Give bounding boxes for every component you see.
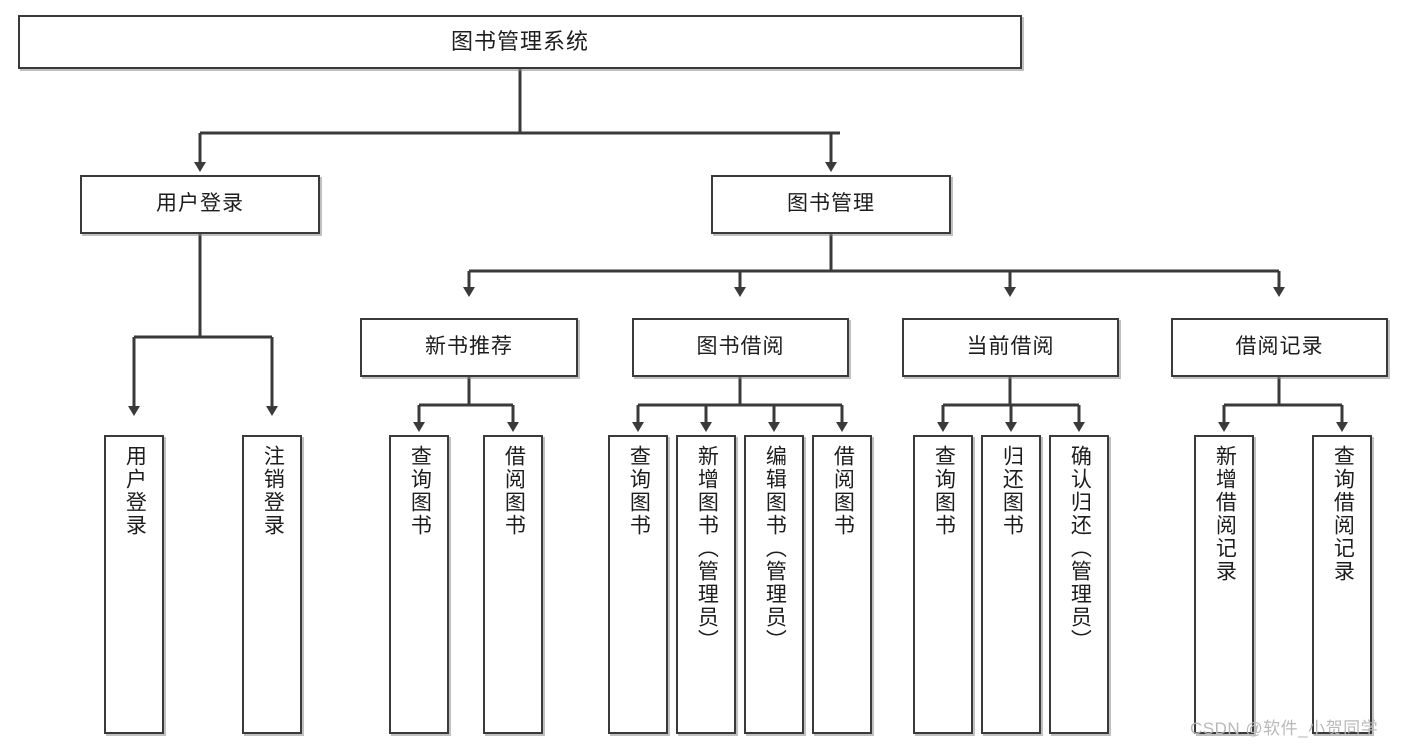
node-borrow-record-label: 借阅记录 [1235,335,1324,359]
leaf-book-borrow-borrow[interactable]: 借阅图书 [812,435,872,734]
node-borrow-record[interactable]: 借阅记录 [1171,318,1388,377]
node-book-borrow[interactable]: 图书借阅 [632,318,849,377]
leaf-user-login-logout[interactable]: 注销登录 [242,435,302,734]
leaf-book-borrow-borrow-label: 借阅图书 [831,445,855,537]
node-user-login-label: 用户登录 [156,192,244,216]
node-book-borrow-label: 图书借阅 [696,335,785,359]
leaf-borrow-record-add-label: 新增借阅记录 [1213,445,1237,583]
leaf-current-borrow-confirm-label: 确认归还（管理员） [1068,445,1092,652]
leaf-user-login-login-label: 用户登录 [123,445,147,537]
leaf-user-login-logout-label: 注销登录 [261,445,285,537]
node-root-label: 图书管理系统 [450,29,589,55]
node-root[interactable]: 图书管理系统 [18,15,1022,69]
node-user-login[interactable]: 用户登录 [80,175,320,234]
leaf-book-borrow-add[interactable]: 新增图书（管理员） [676,435,736,734]
node-book-management[interactable]: 图书管理 [711,175,951,234]
node-current-borrow[interactable]: 当前借阅 [902,318,1119,377]
leaf-borrow-record-query-label: 查询借阅记录 [1331,445,1355,583]
node-book-management-label: 图书管理 [787,192,875,216]
leaf-new-book-borrow-label: 借阅图书 [502,445,526,537]
leaf-book-borrow-query-label: 查询图书 [627,445,651,537]
leaf-current-borrow-confirm[interactable]: 确认归还（管理员） [1049,435,1109,734]
leaf-new-book-query-label: 查询图书 [408,445,432,537]
leaf-borrow-record-query[interactable]: 查询借阅记录 [1312,435,1372,734]
leaf-book-borrow-add-label: 新增图书（管理员） [695,445,719,652]
leaf-book-borrow-edit-label: 编辑图书（管理员） [763,445,787,652]
leaf-new-book-borrow[interactable]: 借阅图书 [483,435,543,734]
node-new-book-recommend-label: 新书推荐 [425,335,513,359]
csdn-watermark: CSDN @软件_小贺同学 [1190,719,1379,738]
leaf-current-borrow-query-label: 查询图书 [932,445,956,537]
leaf-book-borrow-edit[interactable]: 编辑图书（管理员） [744,435,804,734]
leaf-current-borrow-return-label: 归还图书 [1000,445,1024,537]
node-current-borrow-label: 当前借阅 [966,335,1055,359]
leaf-current-borrow-return[interactable]: 归还图书 [981,435,1041,734]
leaf-borrow-record-add[interactable]: 新增借阅记录 [1194,435,1254,734]
leaf-book-borrow-query[interactable]: 查询图书 [608,435,668,734]
node-new-book-recommend[interactable]: 新书推荐 [360,318,578,377]
leaf-new-book-query[interactable]: 查询图书 [389,435,449,734]
leaf-user-login-login[interactable]: 用户登录 [104,435,164,734]
leaf-current-borrow-query[interactable]: 查询图书 [913,435,973,734]
